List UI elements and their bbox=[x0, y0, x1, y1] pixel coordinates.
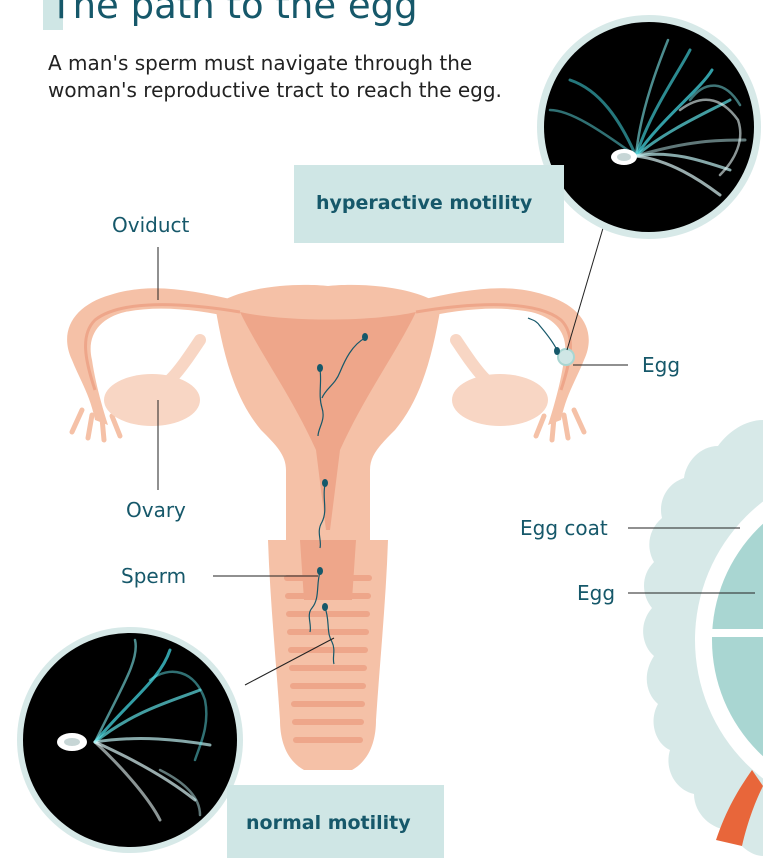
label-egg-coat: Egg coat bbox=[520, 516, 608, 540]
label-sperm: Sperm bbox=[121, 564, 186, 588]
label-oviduct: Oviduct bbox=[112, 213, 189, 237]
normal-motility-image bbox=[17, 627, 243, 853]
hyperactive-motility-label: hyperactive motility bbox=[316, 192, 532, 214]
hyperactive-motility-image bbox=[537, 15, 761, 239]
label-ovary: Ovary bbox=[126, 498, 186, 522]
label-egg-right: Egg bbox=[577, 581, 615, 605]
egg-in-oviduct bbox=[558, 349, 574, 365]
label-egg-top: Egg bbox=[642, 353, 680, 377]
egg-detail-illustration bbox=[643, 420, 763, 856]
normal-motility-label: normal motility bbox=[246, 812, 411, 834]
